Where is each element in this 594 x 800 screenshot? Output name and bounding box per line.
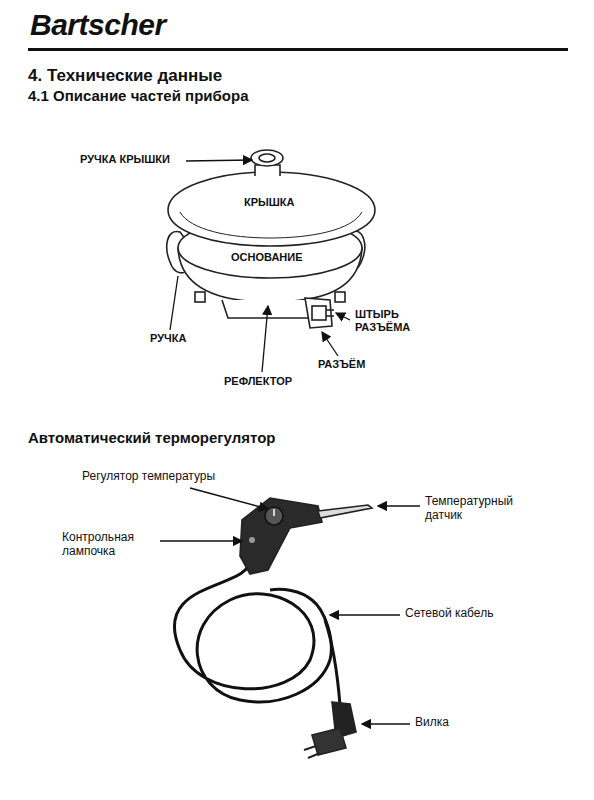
part-label: Сетевой кабель <box>405 607 493 621</box>
subsection-title: 4.1 Описание частей прибора <box>28 87 248 104</box>
pan-drawing <box>167 150 375 328</box>
leader-lines <box>170 160 350 372</box>
part-label: РЕФЛЕКТОР <box>224 375 292 388</box>
subsection-title: Автоматический терморегулятор <box>28 429 275 446</box>
part-label: РУЧКА КРЫШКИ <box>80 153 170 166</box>
part-label: РУЧКА <box>150 332 186 345</box>
part-label: РАЗЪЁМ <box>318 358 365 371</box>
section-title: 4. Технические данные <box>28 66 222 86</box>
part-label: ШТЫРЬ РАЗЪЁМА <box>355 308 435 333</box>
leader-lines <box>160 488 420 724</box>
part-label: ОСНОВАНИЕ <box>231 251 303 264</box>
part-label: Регулятор температуры <box>82 470 215 484</box>
thermostat-drawing <box>174 498 372 758</box>
brand-logo: Bartscher <box>30 8 166 43</box>
header-rule <box>28 48 568 51</box>
part-label: Температурный датчик <box>425 495 525 523</box>
part-label: Контрольная лампочка <box>62 531 162 559</box>
part-label: КРЫШКА <box>244 196 295 209</box>
part-label: Вилка <box>415 716 449 730</box>
